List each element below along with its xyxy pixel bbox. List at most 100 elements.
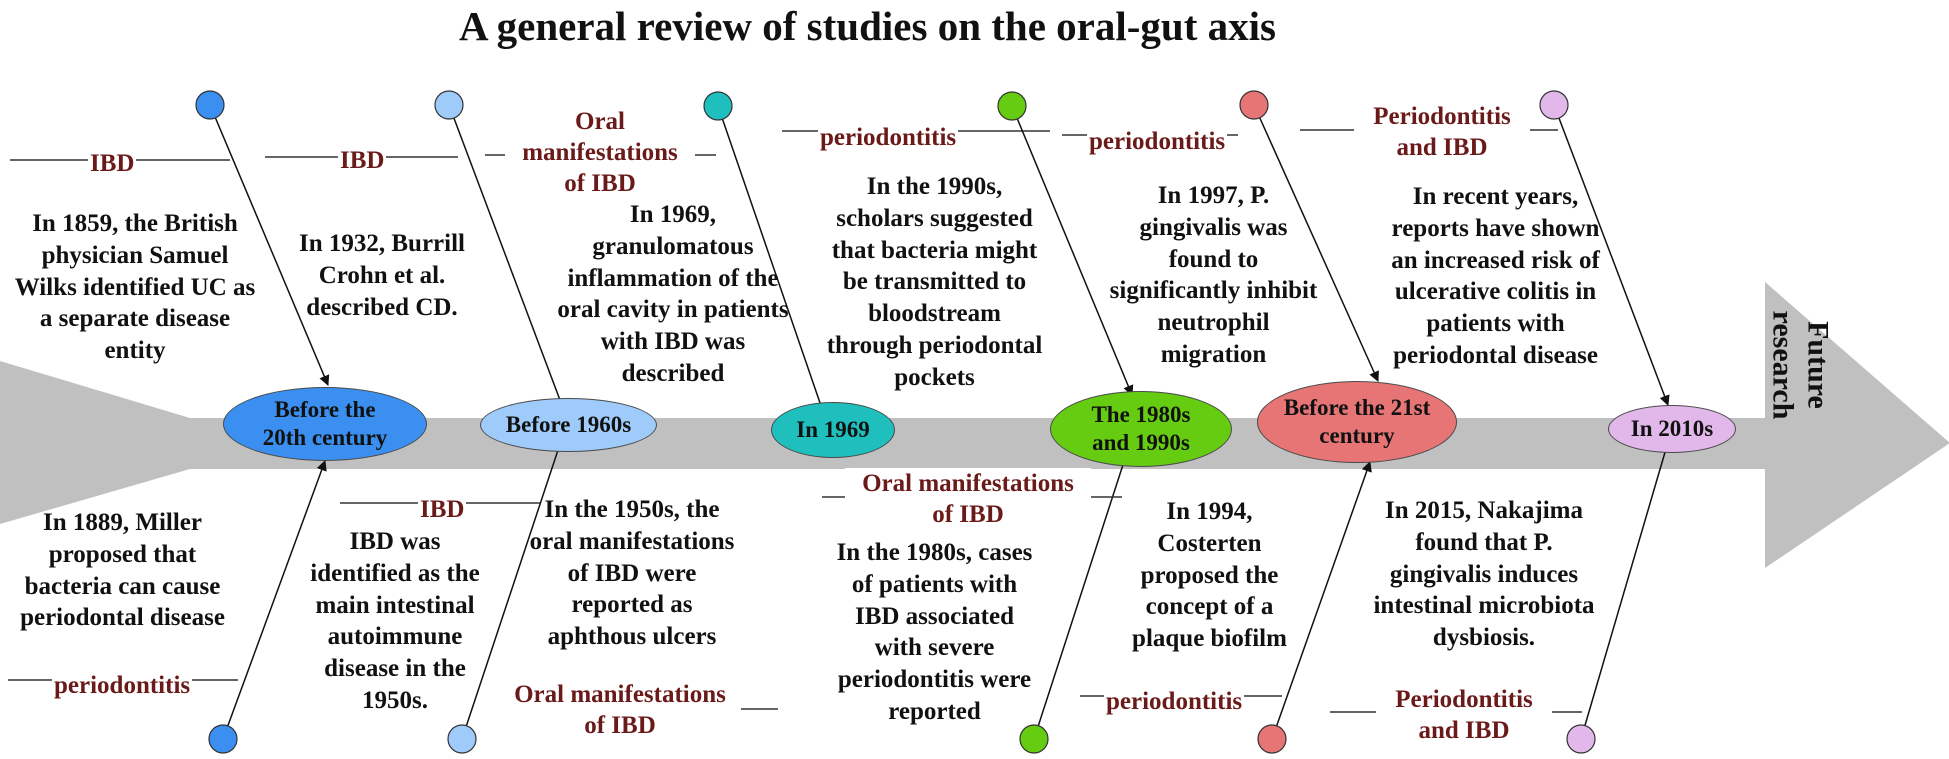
- marker-dot: [1539, 90, 1569, 120]
- text-line: plaque biofilm: [1132, 625, 1287, 652]
- era-label-line: Before the: [274, 397, 376, 423]
- tag-line: IBD: [420, 496, 465, 523]
- connector-arrow: [461, 419, 571, 740]
- top-text-3: In 1969, granulomatous inflammation of t…: [538, 199, 808, 390]
- tag-line: Periodontitis: [1373, 103, 1511, 130]
- text-line: neutrophil: [1157, 309, 1270, 336]
- text-line: a separate disease: [39, 305, 231, 333]
- text-line: proposed that: [48, 540, 197, 568]
- text-line: physician Samuel: [41, 241, 229, 269]
- bottom-tag-4: Oral manifestations of IBD: [845, 468, 1091, 530]
- text-line: pockets: [894, 363, 975, 391]
- era-before-1960s: Before 1960s: [480, 398, 657, 452]
- connector-arrow: [222, 460, 327, 740]
- bottom-tag-3: IBD: [418, 494, 467, 525]
- tag-line: and IBD: [1396, 134, 1488, 161]
- bottom-tag-2: Oral manifestations of IBD: [499, 679, 741, 741]
- bottom-text-4: In the 1980s, cases of patients with IBD…: [812, 537, 1057, 728]
- text-line: that bacteria might: [831, 236, 1038, 264]
- text-line: In 1969,: [629, 201, 717, 228]
- future-label-line: research: [1767, 310, 1800, 420]
- text-line: granulomatous: [592, 232, 754, 260]
- future-arrowhead: [1765, 282, 1949, 568]
- tag-line: Periodontitis: [1395, 686, 1533, 713]
- bottom-text-2: In the 1950s, the oral manifestations of…: [517, 494, 747, 653]
- era-label-line: The 1980s: [1091, 402, 1191, 428]
- text-line: patients with: [1426, 310, 1565, 337]
- bottom-tag-6: Periodontitis and IBD: [1376, 684, 1552, 746]
- text-line: ulcerative colitis in: [1394, 278, 1597, 306]
- text-line: migration: [1160, 340, 1267, 368]
- text-line: Crohn et al.: [318, 261, 446, 289]
- text-line: In the 1950s, the: [544, 496, 720, 523]
- text-line: inflammation of the: [567, 264, 779, 292]
- text-line: autoimmune: [327, 623, 463, 651]
- tag-line: Oral manifestations: [514, 681, 726, 708]
- text-line: of patients with: [851, 570, 1018, 598]
- era-label-line: century: [1319, 423, 1395, 448]
- text-line: be transmitted to: [842, 268, 1027, 296]
- text-line: an increased risk of: [1391, 246, 1600, 274]
- page-title: A general review of studies on the oral-…: [459, 3, 1276, 49]
- text-line: described CD.: [306, 293, 458, 321]
- text-line: In 1994,: [1166, 498, 1253, 525]
- connector-arrow: [1033, 436, 1135, 740]
- text-line: In 1997, P.: [1157, 182, 1270, 209]
- text-line: IBD associated: [854, 602, 1015, 630]
- connector-arrow: [1011, 105, 1134, 396]
- era-label-line: Before the 21st: [1283, 395, 1431, 421]
- future-label-line: Future: [1801, 321, 1835, 409]
- tag-line: periodontitis: [1089, 128, 1226, 155]
- marker-dot: [1257, 724, 1287, 754]
- connector-arrow: [209, 104, 330, 386]
- text-line: periodontitis were: [837, 666, 1032, 693]
- text-line: In 1859, the British: [32, 210, 238, 237]
- era-label-line: Before 1960s: [505, 412, 632, 438]
- tag-line: of IBD: [584, 712, 656, 739]
- tag-line: manifestations: [522, 139, 678, 166]
- tag-line: IBD: [90, 150, 135, 177]
- text-line: oral manifestations: [529, 527, 735, 555]
- tag-line: periodontitis: [54, 672, 191, 699]
- bottom-text-1: In 1889, Miller proposed that bacteria c…: [0, 507, 245, 634]
- bottom-tag-1: periodontitis: [52, 670, 193, 701]
- top-text-5: In 1997, P. gingivalis was found to sign…: [1086, 180, 1341, 371]
- text-line: In the 1990s,: [866, 173, 1003, 200]
- marker-dot: [1239, 90, 1269, 120]
- bottom-tag-5: periodontitis: [1104, 686, 1245, 717]
- top-tag-2: IBD: [338, 145, 387, 176]
- marker-dot: [1019, 724, 1049, 754]
- text-line: of IBD were: [567, 559, 697, 587]
- text-line: oral cavity in patients: [557, 296, 789, 324]
- text-line: with IBD was: [600, 328, 746, 355]
- top-tag-6: Periodontitis and IBD: [1354, 101, 1530, 163]
- text-line: through periodontal: [826, 331, 1043, 359]
- tag-line: periodontitis: [820, 124, 957, 151]
- text-line: identified as the: [310, 559, 480, 587]
- text-line: In 2015, Nakajima: [1385, 497, 1583, 524]
- text-line: aphthous ulcers: [547, 623, 717, 650]
- text-line: dysbiosis.: [1432, 624, 1536, 651]
- text-line: periodontal disease: [1393, 341, 1598, 369]
- connector-arrow: [1271, 461, 1372, 740]
- text-line: entity: [104, 337, 166, 364]
- marker-dot: [208, 724, 238, 754]
- text-line: Wilks identified UC as: [14, 273, 256, 301]
- top-tag-3: Oral manifestations of IBD: [505, 106, 695, 199]
- text-line: bacteria can cause: [24, 572, 221, 600]
- era-in-1969: In 1969: [771, 402, 895, 458]
- marker-dot: [434, 90, 464, 120]
- tag-line: and IBD: [1418, 717, 1510, 744]
- marker-dot: [195, 90, 225, 120]
- bottom-text-5: In 1994, Costerten proposed the concept …: [1122, 496, 1297, 655]
- tag-line: Oral: [575, 108, 625, 135]
- text-line: main intestinal: [315, 591, 475, 619]
- text-line: scholars suggested: [836, 204, 1033, 232]
- text-line: intestinal microbiota: [1373, 592, 1595, 620]
- text-line: 1950s.: [362, 686, 428, 714]
- connector-arrow: [1253, 104, 1379, 382]
